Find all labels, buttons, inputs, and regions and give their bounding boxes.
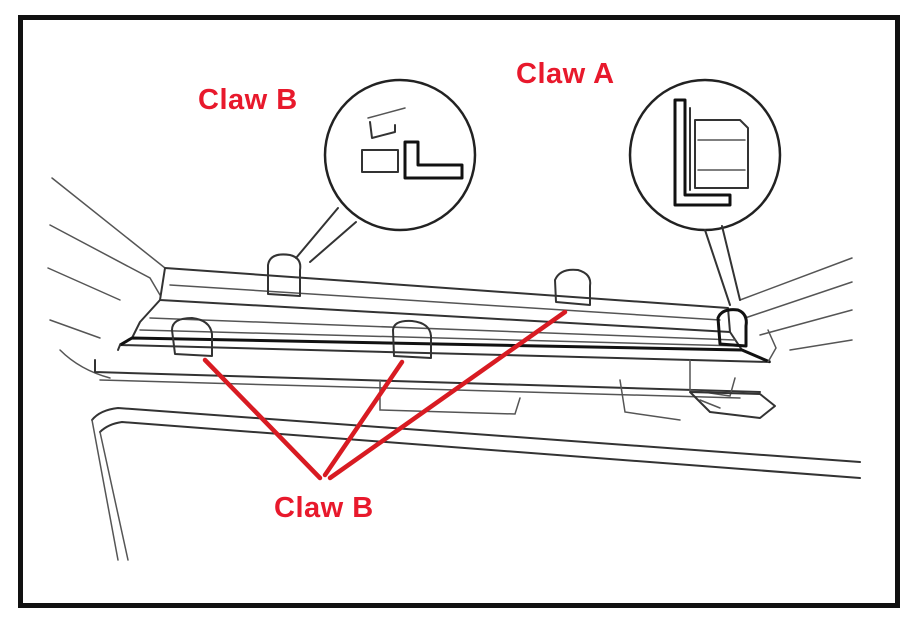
car-body-left [47,177,166,379]
opening-frame [91,329,861,561]
claw-b-leader-lines [202,309,568,481]
claw-bumps [171,253,748,359]
label-claw-b-top: Claw B [198,84,298,116]
detail-circle-claw-a [628,78,782,306]
label-claw-a: Claw A [516,58,615,90]
label-claw-b-bottom: Claw B [274,492,374,524]
sunroof-panel [117,267,771,364]
detail-circle-claw-b [295,78,477,263]
car-body-right [739,257,853,351]
